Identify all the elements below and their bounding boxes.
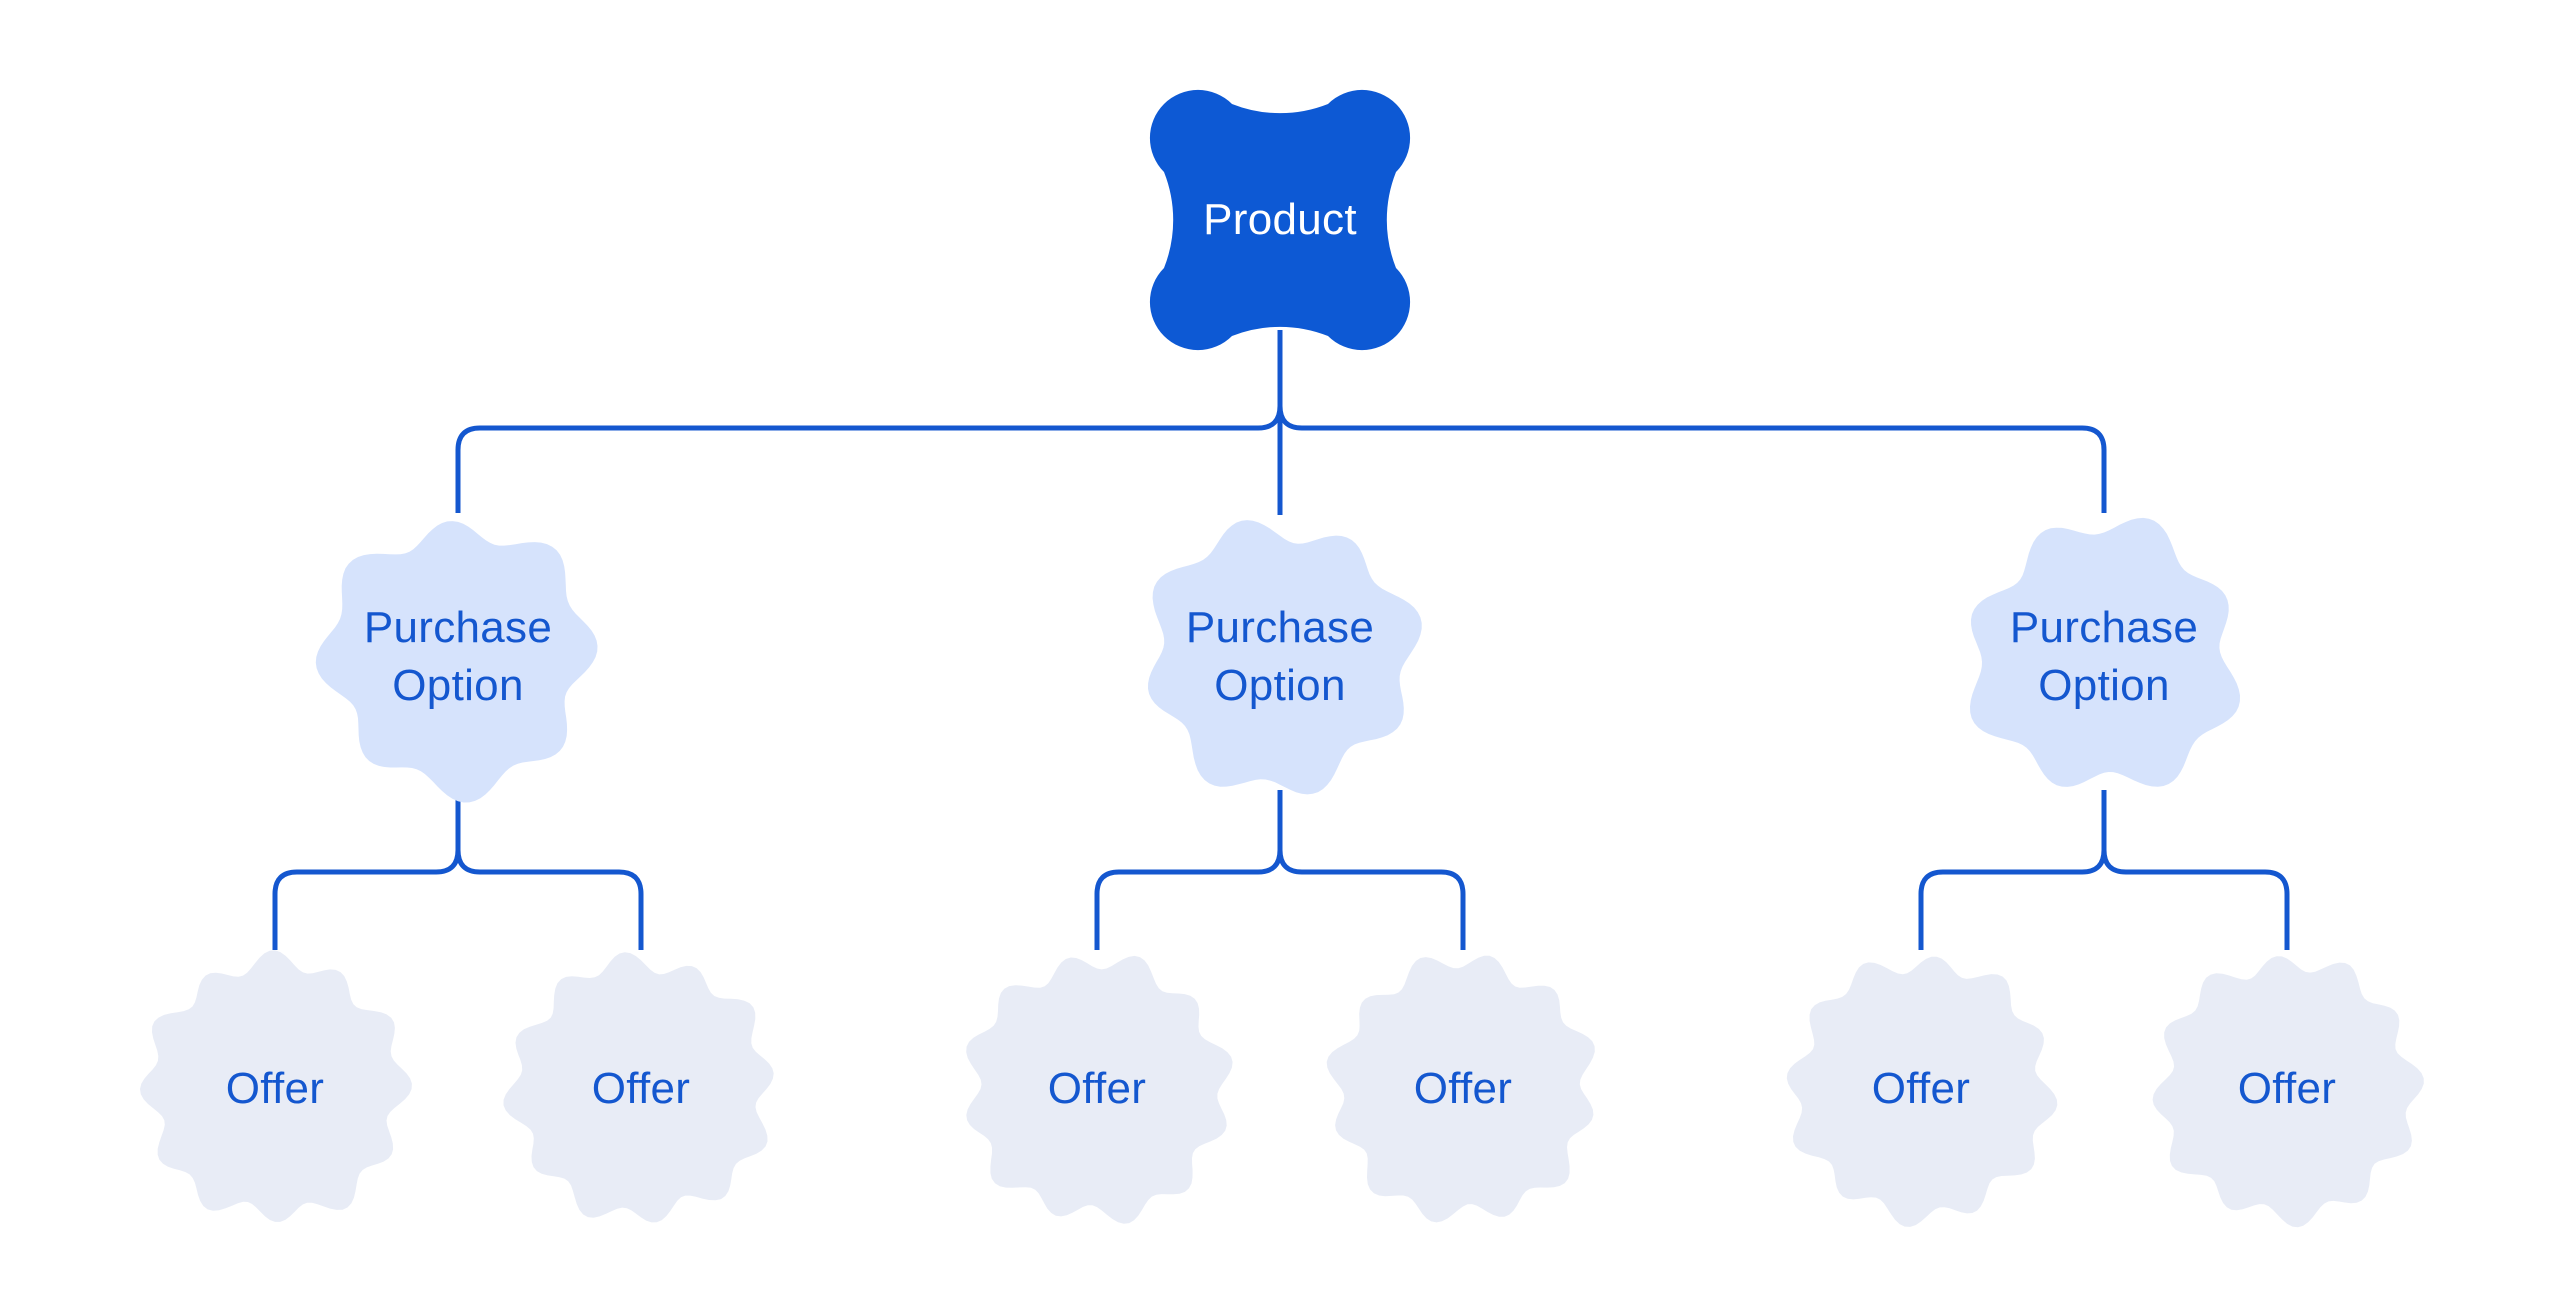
connector-product-to-purchase-1 <box>455 330 1283 513</box>
purchase-option-node-shape <box>315 521 598 803</box>
product-node-shape <box>1149 89 1411 351</box>
connector-purchase-2-to-offer-4 <box>1277 790 1466 950</box>
connector-purchase-3-to-offer-5 <box>1918 790 2107 950</box>
connector-purchase-1-to-offer-2 <box>455 790 644 950</box>
offer-node-shape <box>1326 955 1595 1223</box>
connector-purchase-3-to-offer-6 <box>2101 790 2290 950</box>
purchase-option-node-shape <box>1970 517 2240 787</box>
purchase-option-node-shape <box>1148 520 1422 795</box>
offer-node-shape <box>503 952 774 1223</box>
connector-purchase-2-to-offer-3 <box>1094 790 1283 950</box>
offer-node-shape <box>966 955 1233 1224</box>
connector-purchase-1-to-offer-1 <box>272 790 461 950</box>
offer-node-shape <box>140 950 412 1222</box>
offer-node-shape <box>1786 956 2058 1227</box>
connector-product-to-purchase-3 <box>1277 330 2107 513</box>
connector-lines <box>272 330 2290 950</box>
offer-node-shape <box>2152 956 2424 1228</box>
